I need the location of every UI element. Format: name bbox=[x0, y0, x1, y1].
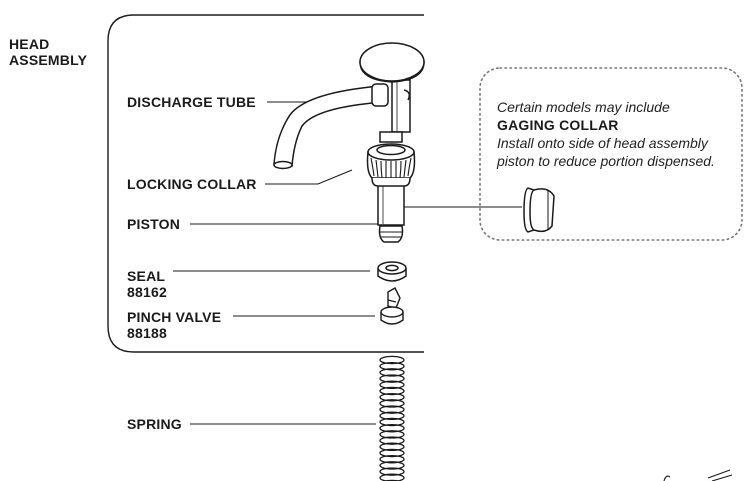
spring-coil bbox=[379, 448, 405, 458]
spring-coil bbox=[379, 399, 405, 408]
section-title-line2: ASSEMBLY bbox=[9, 52, 88, 68]
spring-coil bbox=[379, 386, 405, 396]
leader-lines bbox=[173, 101, 522, 425]
spring-coil bbox=[379, 461, 405, 470]
spring-coil bbox=[379, 405, 405, 414]
section-title-line1: HEAD bbox=[9, 36, 50, 52]
gaging-collar-note: Certain models may include GAGING COLLAR… bbox=[497, 98, 715, 170]
seal-part bbox=[377, 261, 407, 282]
spring-coil bbox=[379, 417, 405, 427]
spring-coil bbox=[379, 361, 405, 371]
label-seal: SEAL 88162 bbox=[127, 268, 167, 300]
label-discharge-tube: DISCHARGE TUBE bbox=[127, 94, 256, 110]
seal-name: SEAL bbox=[127, 268, 166, 284]
spring-coil bbox=[379, 355, 405, 365]
spring-coil bbox=[379, 454, 405, 464]
spring-coil bbox=[379, 467, 405, 476]
plunger-knob bbox=[359, 42, 425, 133]
spring-coil bbox=[379, 442, 405, 452]
pinch-valve-name: PINCH VALVE bbox=[127, 309, 222, 325]
spring-coil bbox=[382, 479, 402, 481]
gaging-collar-part bbox=[523, 187, 555, 233]
locking-collar bbox=[366, 143, 416, 187]
section-title: HEAD ASSEMBLY bbox=[9, 36, 87, 68]
label-locking-collar: LOCKING COLLAR bbox=[127, 176, 257, 192]
spring-coil bbox=[379, 380, 405, 390]
spring-coil bbox=[379, 436, 405, 445]
label-pinch-valve: PINCH VALVE 88188 bbox=[127, 309, 221, 341]
assembly-bracket bbox=[107, 14, 424, 353]
spring-coil bbox=[379, 473, 405, 481]
spring-part bbox=[379, 355, 405, 481]
note-title: GAGING COLLAR bbox=[497, 117, 619, 133]
spring-coil bbox=[379, 430, 405, 439]
discharge-tube bbox=[273, 83, 389, 170]
spring-coil bbox=[379, 423, 405, 433]
pinch-valve-part-number: 88188 bbox=[127, 325, 167, 341]
cropped-marks bbox=[663, 469, 733, 481]
note-line2: piston to reduce portion dispensed. bbox=[497, 153, 715, 169]
note-line1: Install onto side of head assembly bbox=[497, 135, 708, 151]
label-spring: SPRING bbox=[127, 416, 182, 432]
spring-coil bbox=[379, 411, 405, 421]
spring-coil bbox=[379, 368, 405, 377]
piston-stem bbox=[377, 131, 405, 243]
pinch-valve-part bbox=[380, 287, 404, 325]
note-box bbox=[479, 67, 743, 241]
note-intro: Certain models may include bbox=[497, 99, 670, 115]
spring-coil bbox=[379, 392, 405, 402]
leader-locking-collar bbox=[265, 169, 353, 185]
label-piston: PISTON bbox=[127, 216, 181, 232]
spring-coil bbox=[379, 374, 405, 383]
seal-part-number: 88162 bbox=[127, 284, 167, 300]
